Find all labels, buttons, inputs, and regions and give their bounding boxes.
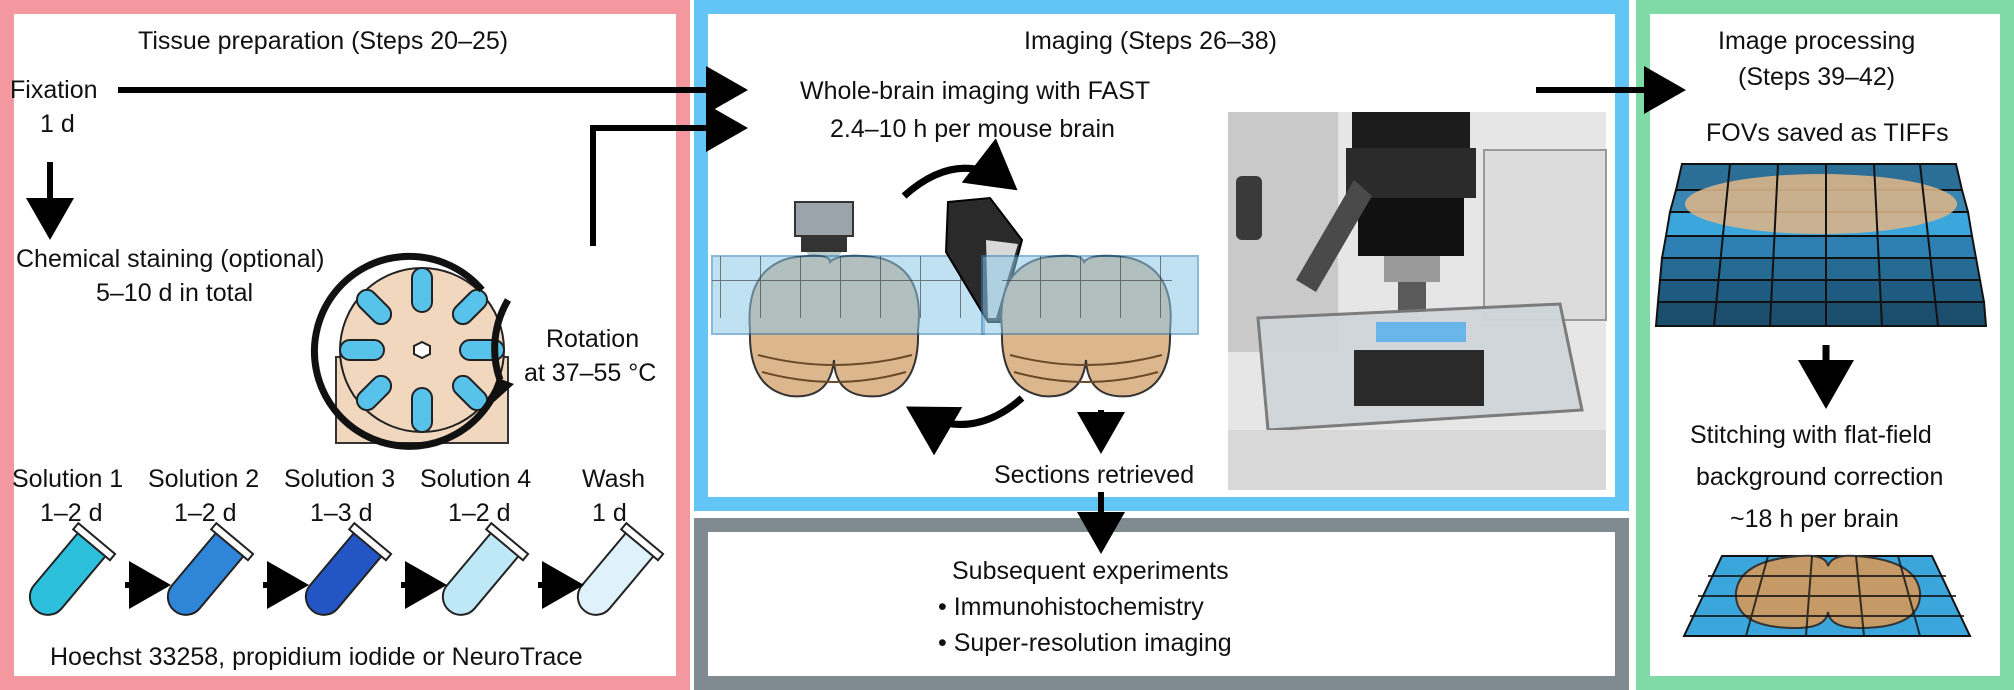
solution-4-label: Solution 4 [420,465,532,493]
stitched-mosaic [1682,554,1972,637]
microscope-photo [1228,112,1607,490]
solution-2-duration: 1–2 d [174,499,237,527]
subsequent-item-super-res: • Super-resolution imaging [938,629,1232,657]
processing-title-line1: Image processing [1718,27,1916,55]
rotation-temp: at 37–55 °C [524,359,657,387]
whole-brain-label: Whole-brain imaging with FAST [800,77,1151,105]
subsequent-experiments-panel [694,518,1629,690]
fov-tiles-stack [1654,163,1988,327]
sections-retrieved-label: Sections retrieved [994,461,1195,489]
solution-3-duration: 1–3 d [310,499,373,527]
solution-2-label: Solution 2 [148,465,260,493]
stitching-line3: ~18 h per brain [1730,505,1899,533]
subsequent-title: Subsequent experiments [952,557,1229,585]
sectioning-illustration [711,138,1199,456]
wash-label: Wash [582,465,645,493]
fixation-label: Fixation [10,76,98,104]
staining-label: Chemical staining (optional) [16,245,325,273]
solution-tubes [28,521,665,616]
fixation-duration: 1 d [40,110,75,138]
processing-title-line2: (Steps 39–42) [1738,63,1896,91]
stitching-line2: background correction [1696,463,1944,491]
rotator-illustration [310,252,514,450]
dyes-caption: Hoechst 33258, propidium iodide or Neuro… [50,643,583,671]
staining-duration: 5–10 d in total [96,279,254,307]
stitching-line1: Stitching with flat-field [1690,421,1932,449]
imaging-time: 2.4–10 h per mouse brain [830,115,1115,143]
solution-1-duration: 1–2 d [40,499,103,527]
solution-4-duration: 1–2 d [448,499,511,527]
wash-duration: 1 d [592,499,627,527]
rotation-label: Rotation [546,325,640,353]
imaging-title: Imaging (Steps 26–38) [1024,27,1277,55]
tissue-title: Tissue preparation (Steps 20–25) [138,27,509,55]
solution-1-label: Solution 1 [12,465,124,493]
solution-3-label: Solution 3 [284,465,396,493]
rotation-to-imaging-arrow [590,104,748,246]
subsequent-item-ihc: • Immunohistochemistry [938,593,1204,621]
fovs-label: FOVs saved as TIFFs [1706,119,1949,147]
